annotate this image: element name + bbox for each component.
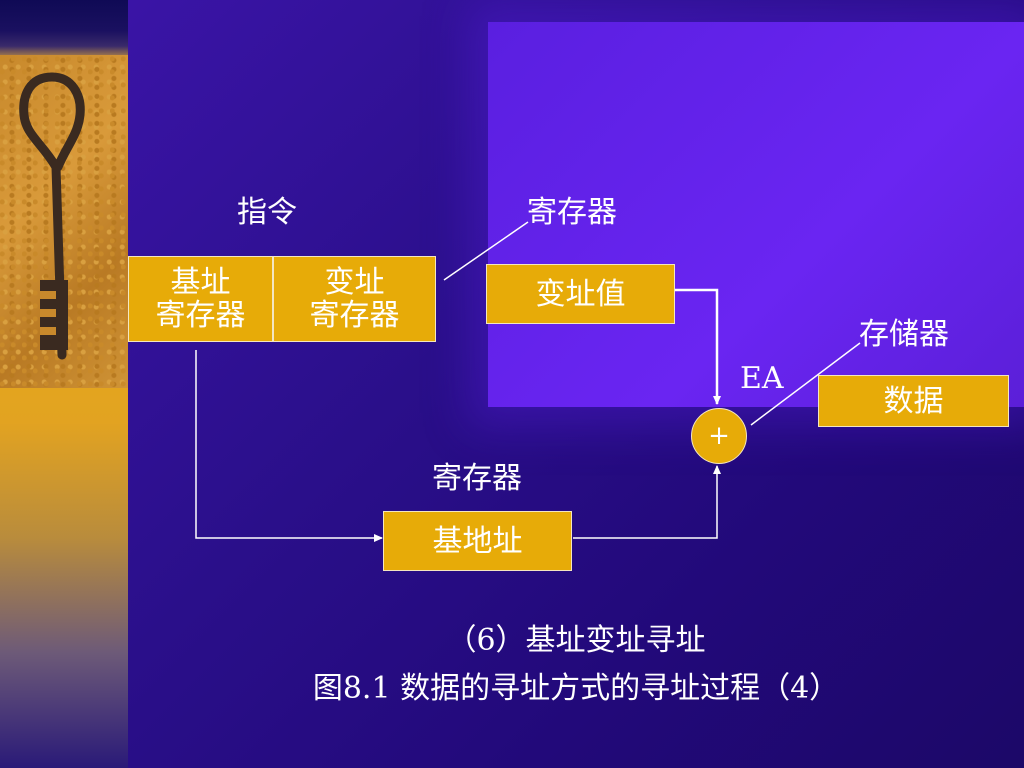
subtitle-caption: （6）基址变址寻址 [446,623,706,658]
key-drawing [19,72,85,360]
adder-circle: + [691,408,747,464]
index-register-label: 寄存器 [527,195,617,230]
instruction-label: 指令 [237,195,297,230]
figure-title-caption: 图8.1 数据的寻址方式的寻址过程（4） [312,671,840,706]
index-value-box: 变址值 [486,264,675,324]
memory-label: 存储器 [859,317,949,352]
base-register-field: 基址 寄存器 [128,256,273,342]
index-register-field-line2: 寄存器 [309,298,400,333]
iron-key-icon [0,55,128,388]
index-register-field: 变址 寄存器 [273,256,436,342]
base-register-label: 寄存器 [432,461,522,496]
index-register-field-line1: 变址 [324,265,385,300]
memory-data-box: 数据 [818,375,1009,427]
base-address-box: 基地址 [383,511,572,571]
base-register-field-line2: 寄存器 [155,298,246,333]
ea-label: EA [740,361,784,396]
base-register-field-line1: 基址 [170,265,231,300]
